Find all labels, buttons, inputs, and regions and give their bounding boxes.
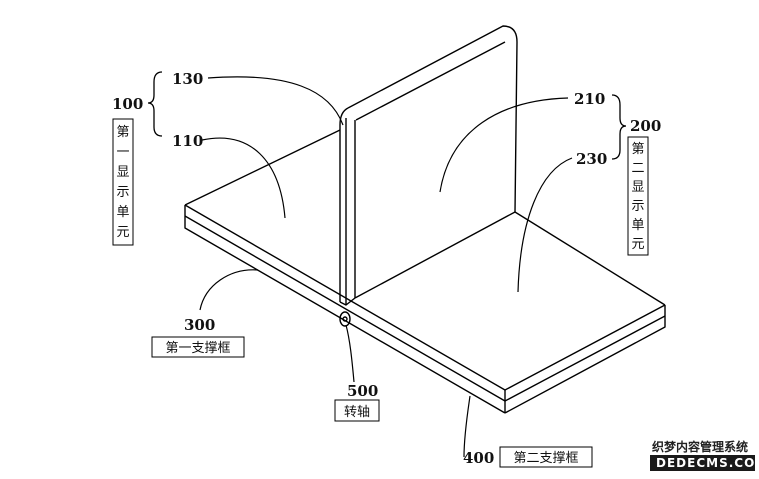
numeral-200: 200 [630, 117, 661, 135]
numeral-100: 100 [112, 95, 143, 113]
vertical-panel [339, 25, 518, 299]
fold-column [339, 118, 356, 306]
label-second-display-char-1: 第 [631, 142, 644, 157]
numeral-130: 130 [172, 70, 203, 88]
braces [147, 71, 627, 160]
label-second-display-char-2: 二 [631, 161, 644, 176]
label-hinge: 转轴 [344, 405, 370, 420]
label-second-display-char-6: 元 [631, 237, 644, 252]
numeral-210: 210 [574, 90, 605, 108]
leader-110 [201, 137, 286, 219]
vertical-label-first-display-unit: 第 一 显 示 单 元 [112, 118, 134, 246]
watermark: 织梦内容管理系统 DEDECMS.COM [650, 439, 759, 471]
label-first-display-char-4: 示 [116, 185, 129, 200]
label-first-display-char-2: 一 [116, 145, 129, 160]
watermark-line-1: 织梦内容管理系统 [652, 439, 748, 454]
brace-200 [611, 94, 627, 160]
label-second-display-char-3: 显 [631, 180, 644, 195]
numeral-300: 300 [184, 316, 215, 334]
numeral-500: 500 [347, 382, 378, 400]
label-second-display-char-5: 单 [631, 218, 644, 233]
label-second-support-frame: 第二支撑框 [513, 451, 578, 466]
hinge-shape [339, 311, 351, 327]
numeral-110: 110 [172, 132, 203, 150]
label-box-hinge: 转轴 [334, 399, 380, 422]
watermark-line-2: DEDECMS.COM [656, 456, 759, 470]
leader-300 [199, 269, 259, 311]
numeral-230: 230 [576, 150, 607, 168]
label-second-display-char-4: 示 [631, 199, 644, 214]
leader-130 [207, 76, 344, 126]
label-box-first-support-frame: 第一支撑框 [151, 336, 245, 358]
leader-230 [517, 157, 573, 293]
label-first-display-char-1: 第 [116, 125, 129, 140]
label-first-display-char-6: 元 [116, 225, 129, 240]
numerals: 100 130 110 210 200 230 300 500 400 [112, 70, 661, 467]
brace-100 [147, 71, 163, 137]
leader-400 [463, 395, 471, 458]
vertical-label-second-display-unit: 第 二 显 示 单 元 [627, 136, 649, 256]
label-first-display-char-5: 单 [116, 205, 129, 220]
label-box-second-support-frame: 第二支撑框 [499, 446, 593, 468]
leader-500 [345, 324, 355, 383]
label-first-support-frame: 第一支撑框 [165, 341, 230, 356]
device-drawing [184, 25, 666, 414]
base-plates [184, 129, 666, 414]
leader-lines [199, 76, 573, 458]
leader-210 [439, 97, 569, 193]
label-first-display-char-3: 显 [116, 165, 129, 180]
numeral-400: 400 [463, 449, 494, 467]
